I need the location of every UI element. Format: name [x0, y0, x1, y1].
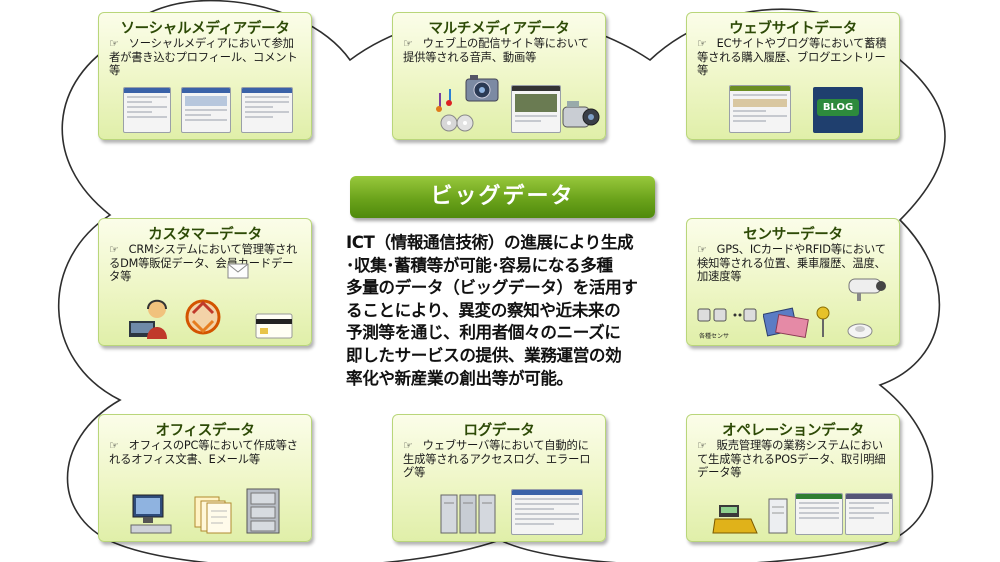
card-description: ☞オフィスのPC等において作成等されるオフィス文書、Eメール等	[109, 439, 303, 466]
file-cabinet-icon	[246, 488, 280, 534]
big-data-title: ビッグデータ	[350, 176, 655, 218]
description-line: 即したサービスの提供、業務運営の効	[346, 345, 622, 365]
gps-pin-icon	[816, 306, 830, 337]
card-description-text: 販売管理等の業務システムにおいて生成等されるPOSデータ、取引明細データ等	[697, 439, 886, 479]
operation-card: オペレーションデータ ☞販売管理等の業務システムにおいて生成等されるPOSデータ…	[686, 414, 900, 542]
sensor-nodes-icon	[697, 308, 757, 322]
smoke-detector-icon	[847, 323, 873, 339]
mail-envelope-icon	[227, 263, 249, 279]
spreadsheet-screenshot-icon	[795, 493, 843, 535]
ec-site-screenshot-icon	[729, 85, 791, 133]
card-title: カスタマーデータ	[148, 227, 262, 243]
card-description-text: ソーシャルメディアにおいて参加者が書き込むプロフィール、コメント等	[109, 37, 298, 77]
security-camera-icon	[848, 278, 886, 301]
card-description-text: GPS、ICカードやRFID等において検知等される位置、乗車履歴、温度、加速度等	[697, 243, 886, 283]
multimedia-card: マルチメディアデータ ☞ウェブ上の配信サイト等において提供等される音声、動画等	[392, 12, 606, 140]
big-data-description: ICT（情報通信技術）の進展により生成 ･収集･蓄積等が可能･容易になる多種 多…	[346, 232, 664, 390]
customer-card: カスタマーデータ ☞CRMシステムにおいて管理等されるDM等販促データ、会員カー…	[98, 218, 312, 346]
card-description: ☞GPS、ICカードやRFID等において検知等される位置、乗車履歴、温度、加速度…	[697, 243, 891, 284]
pointing-hand-icon: ☞	[697, 439, 707, 452]
description-line: 予測等を通じ、利用者個々のニーズに	[346, 323, 621, 343]
description-line: 多量のデータ（ビッグデータ）を活用す	[346, 278, 638, 298]
card-illustrations	[105, 83, 305, 133]
blog-label: BLOG	[817, 99, 859, 116]
description-line: ることにより、異変の察知や近未来の	[346, 300, 621, 320]
pointing-hand-icon: ☞	[403, 439, 413, 452]
social-media-card: ソーシャルメディアデータ ☞ソーシャルメディアにおいて参加者が書き込むプロフィー…	[98, 12, 312, 140]
operator-headset-icon	[129, 299, 167, 339]
refresh-arrows-icon	[185, 299, 221, 335]
card-description: ☞ECサイトやブログ等において蓄積等される購入履歴、ブログエントリー等	[697, 37, 891, 78]
log-data-card: ログデータ ☞ウェブサーバ等において自動的に生成等されるアクセスログ、エラーログ…	[392, 414, 606, 542]
rfid-card-icon	[763, 307, 809, 339]
profile-page-icon	[181, 87, 231, 133]
card-description-text: ウェブサーバ等において自動的に生成等されるアクセスログ、エラーログ等	[403, 439, 591, 479]
card-illustrations	[105, 263, 305, 339]
card-illustrations	[399, 485, 599, 535]
transaction-list-icon	[845, 493, 893, 535]
card-description: ☞ウェブ上の配信サイト等において提供等される音声、動画等	[403, 37, 597, 64]
card-description: ☞ソーシャルメディアにおいて参加者が書き込むプロフィール、コメント等	[109, 37, 303, 78]
card-description-text: オフィスのPC等において作成等されるオフィス文書、Eメール等	[109, 439, 298, 466]
blog-icon: BLOG	[813, 87, 863, 133]
description-line: 率化や新産業の創出等が可能。	[346, 368, 573, 388]
card-title: ログデータ	[463, 423, 535, 439]
member-card-icon	[255, 313, 293, 339]
music-cd-icon	[436, 89, 474, 132]
card-description: ☞ウェブサーバ等において自動的に生成等されるアクセスログ、エラーログ等	[403, 439, 597, 480]
card-title: オフィスデータ	[155, 423, 255, 439]
pos-register-icon	[712, 505, 758, 534]
sensor-array-icon: 各種センサ	[697, 305, 757, 339]
sensor-label: 各種センサ	[699, 333, 730, 339]
pointing-hand-icon: ☞	[109, 37, 119, 50]
card-title: ソーシャルメディアデータ	[120, 21, 290, 37]
card-title: ウェブサイトデータ	[729, 21, 857, 37]
pointing-hand-icon: ☞	[109, 439, 119, 452]
card-illustrations: BLOG	[693, 83, 893, 133]
card-description-text: ウェブ上の配信サイト等において提供等される音声、動画等	[403, 37, 589, 64]
card-illustrations: 各種センサ	[693, 278, 893, 339]
office-card: オフィスデータ ☞オフィスのPC等において作成等されるオフィス文書、Eメール等	[98, 414, 312, 542]
card-illustrations	[105, 485, 305, 535]
sensor-card: センサーデータ ☞GPS、ICカードやRFID等において検知等される位置、乗車履…	[686, 218, 900, 346]
card-description-text: CRMシステムにおいて管理等されるDM等販促データ、会員カードデータ等	[109, 243, 298, 283]
card-illustrations	[693, 485, 893, 535]
sns-screenshot-icon	[123, 87, 171, 133]
description-line: ICT（情報通信技術）の進展により生成	[346, 233, 634, 252]
pointing-hand-icon: ☞	[109, 243, 119, 256]
video-site-screenshot-icon	[511, 85, 561, 133]
card-illustrations	[399, 75, 600, 133]
comment-page-icon	[241, 87, 293, 133]
card-title: オペレーションデータ	[722, 423, 864, 439]
card-description: ☞販売管理等の業務システムにおいて生成等されるPOSデータ、取引明細データ等	[697, 439, 891, 480]
description-line: ･収集･蓄積等が可能･容易になる多種	[346, 255, 613, 275]
card-description: ☞CRMシステムにおいて管理等されるDM等販促データ、会員カードデータ等	[109, 243, 303, 284]
video-camera-icon	[562, 101, 600, 128]
card-description-text: ECサイトやブログ等において蓄積等される購入履歴、ブログエントリー等	[697, 37, 887, 77]
business-server-icon	[768, 498, 788, 534]
documents-icon	[194, 496, 232, 534]
card-title: センサーデータ	[743, 227, 843, 243]
website-card: ウェブサイトデータ ☞ECサイトやブログ等において蓄積等される購入履歴、ブログエ…	[686, 12, 900, 140]
pointing-hand-icon: ☞	[697, 37, 707, 50]
camera-icon	[465, 75, 499, 102]
card-title: マルチメディアデータ	[428, 21, 570, 37]
office-pc-icon	[130, 494, 172, 534]
pointing-hand-icon: ☞	[403, 37, 413, 50]
server-rack-icon	[440, 494, 496, 534]
log-window-screenshot-icon	[511, 489, 583, 535]
pointing-hand-icon: ☞	[697, 243, 707, 256]
